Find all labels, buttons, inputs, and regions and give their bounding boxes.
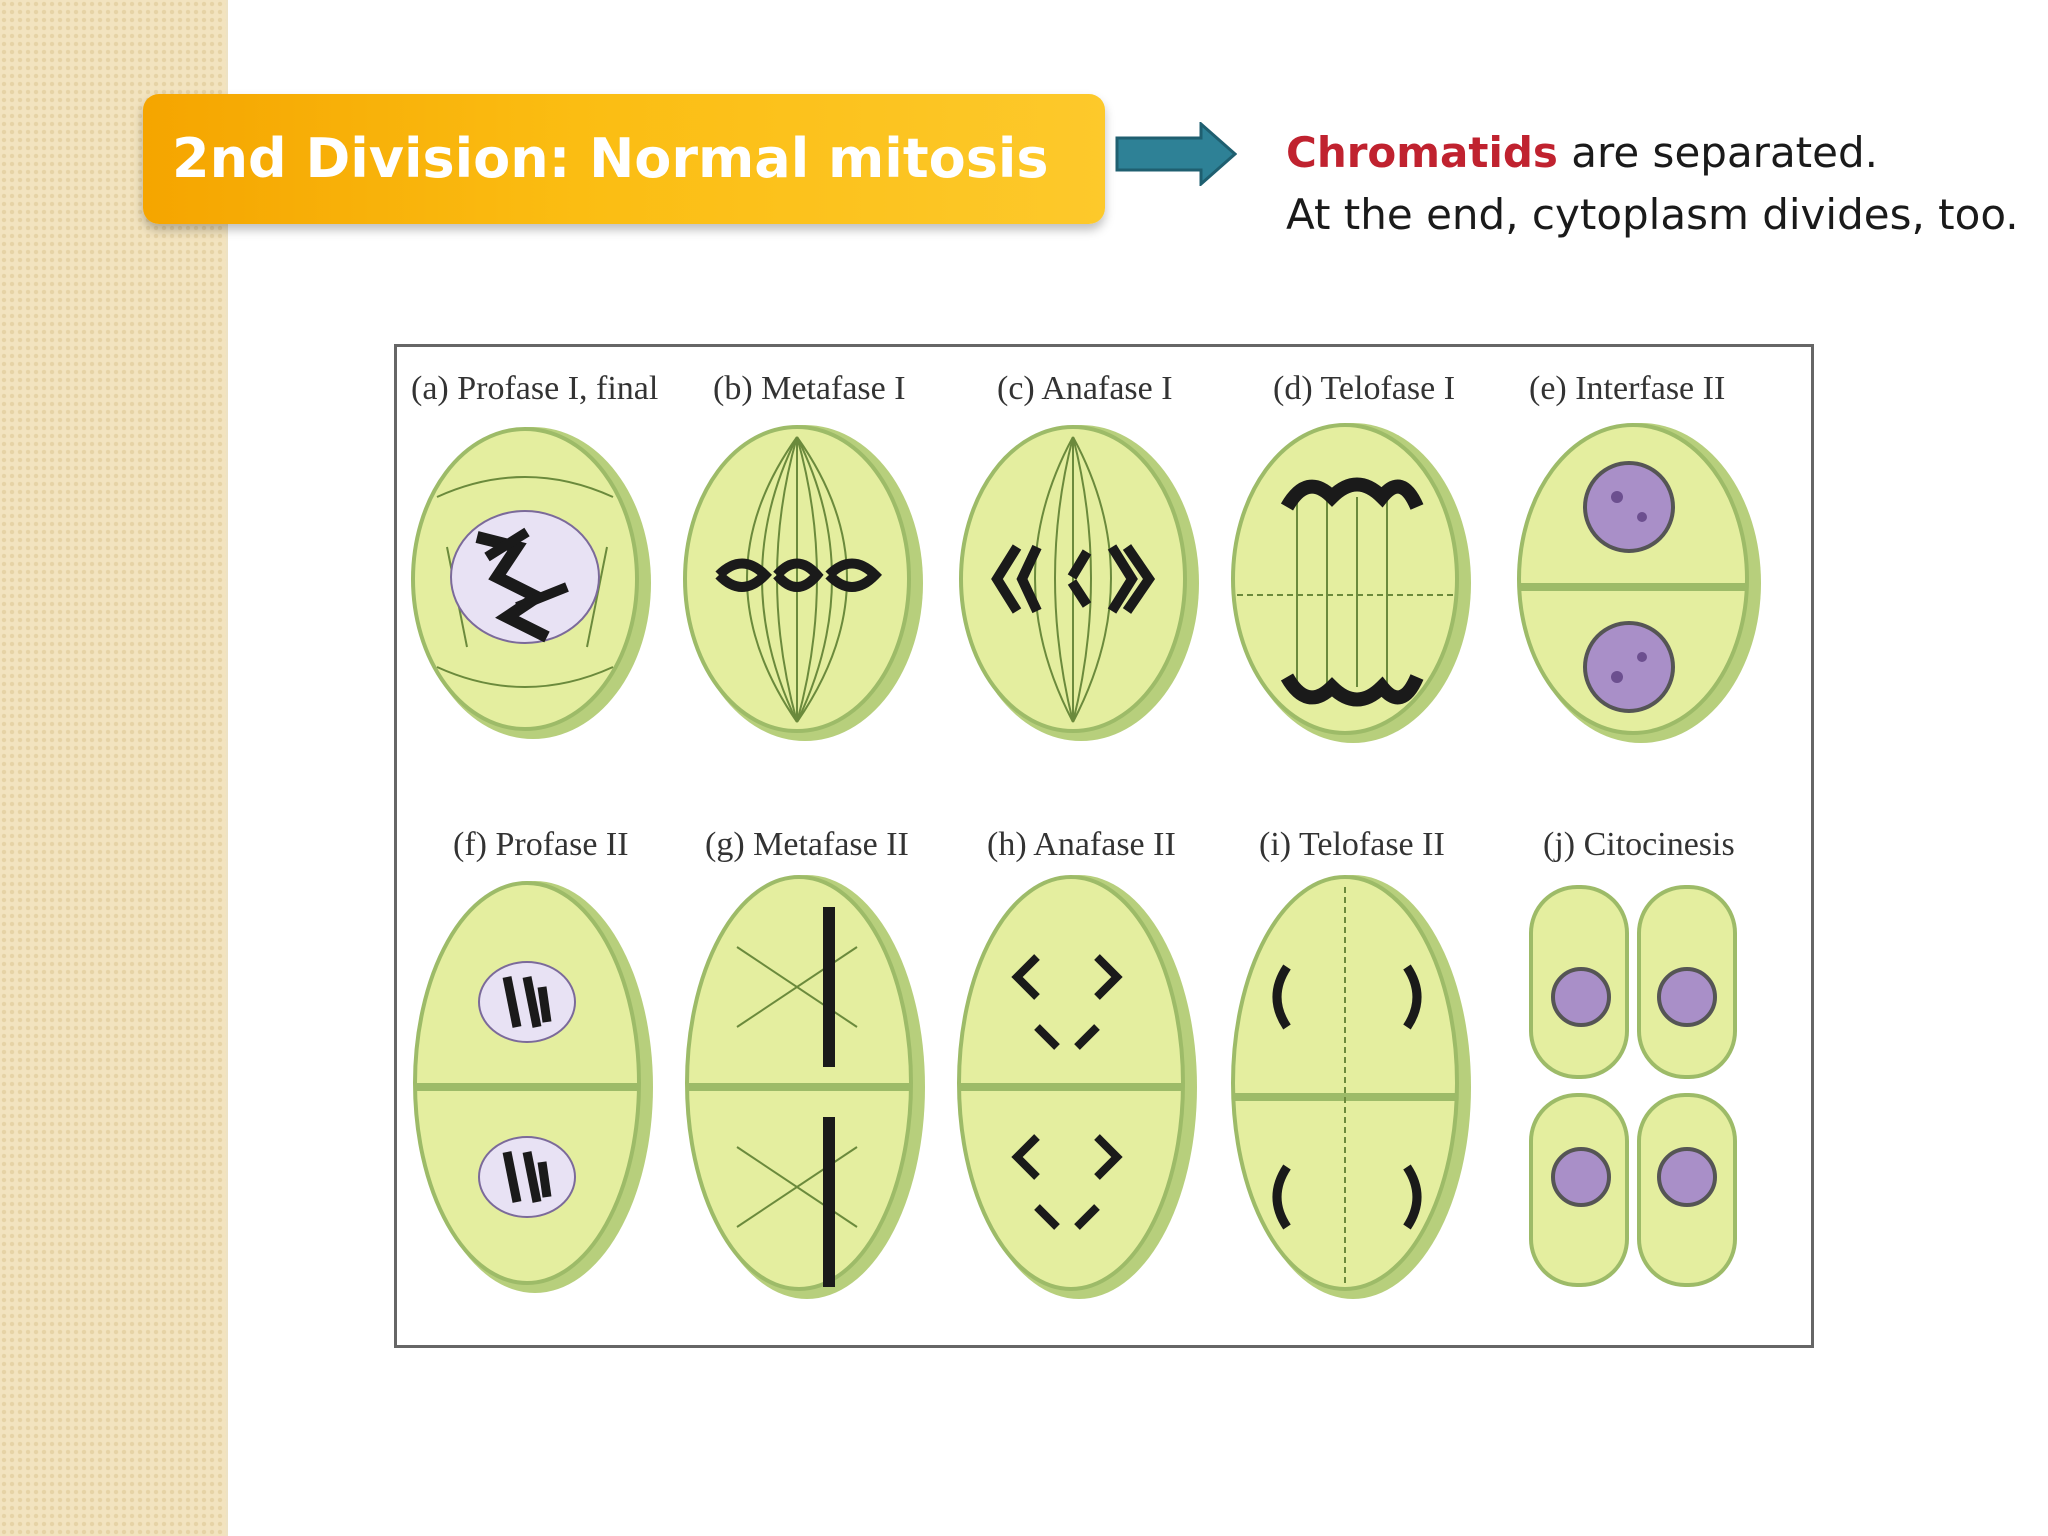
cell-anaphase-1 <box>959 425 1199 741</box>
chromatids-highlight: Chromatids <box>1286 128 1558 177</box>
cell-telophase-1 <box>1231 423 1471 743</box>
label-metaphase-2: (g) Metafase II <box>705 826 909 863</box>
title-banner <box>143 94 1105 224</box>
label-anaphase-2: (h) Anafase II <box>987 826 1176 863</box>
label-telophase-2: (i) Telofase II <box>1259 826 1445 863</box>
explanation-text: Chromatids are separated. At the end, cy… <box>1286 122 2019 246</box>
slide-title: 2nd Division: Normal mitosis <box>172 127 1049 190</box>
cell-prophase-1 <box>411 427 651 739</box>
label-telophase-1: (d) Telofase I <box>1273 370 1455 407</box>
cell-telophase-2 <box>1231 875 1471 1299</box>
side-strip-edge <box>226 0 228 1536</box>
label-cytokinesis: (j) Citocinesis <box>1543 826 1735 863</box>
label-anaphase-1: (c) Anafase I <box>997 370 1173 407</box>
cell-interphase-2 <box>1517 423 1761 743</box>
label-metaphase-1: (b) Metafase I <box>713 370 906 407</box>
cell-metaphase-1 <box>683 425 923 741</box>
meiosis-diagram: (a) Profase I, final (b) Metafase I (c) … <box>411 370 1761 1299</box>
label-prophase-1: (a) Profase I, final <box>411 370 658 407</box>
cell-cytokinesis <box>1529 885 1737 1287</box>
decorative-side-strip <box>0 0 226 1536</box>
label-interphase-2: (e) Interfase II <box>1529 370 1725 407</box>
note-line-1-rest: are separated. <box>1557 128 1879 177</box>
cell-metaphase-2 <box>685 875 925 1299</box>
cell-prophase-2 <box>413 881 653 1293</box>
label-prophase-2: (f) Profase II <box>453 826 629 863</box>
right-arrow-icon <box>1115 122 1237 186</box>
note-line-1: Chromatids are separated. <box>1286 122 2019 184</box>
note-line-2: At the end, cytoplasm divides, too. <box>1286 190 2019 239</box>
meiosis-stages-figure: (a) Profase I, final (b) Metafase I (c) … <box>394 344 1814 1348</box>
cell-anaphase-2 <box>957 875 1197 1299</box>
